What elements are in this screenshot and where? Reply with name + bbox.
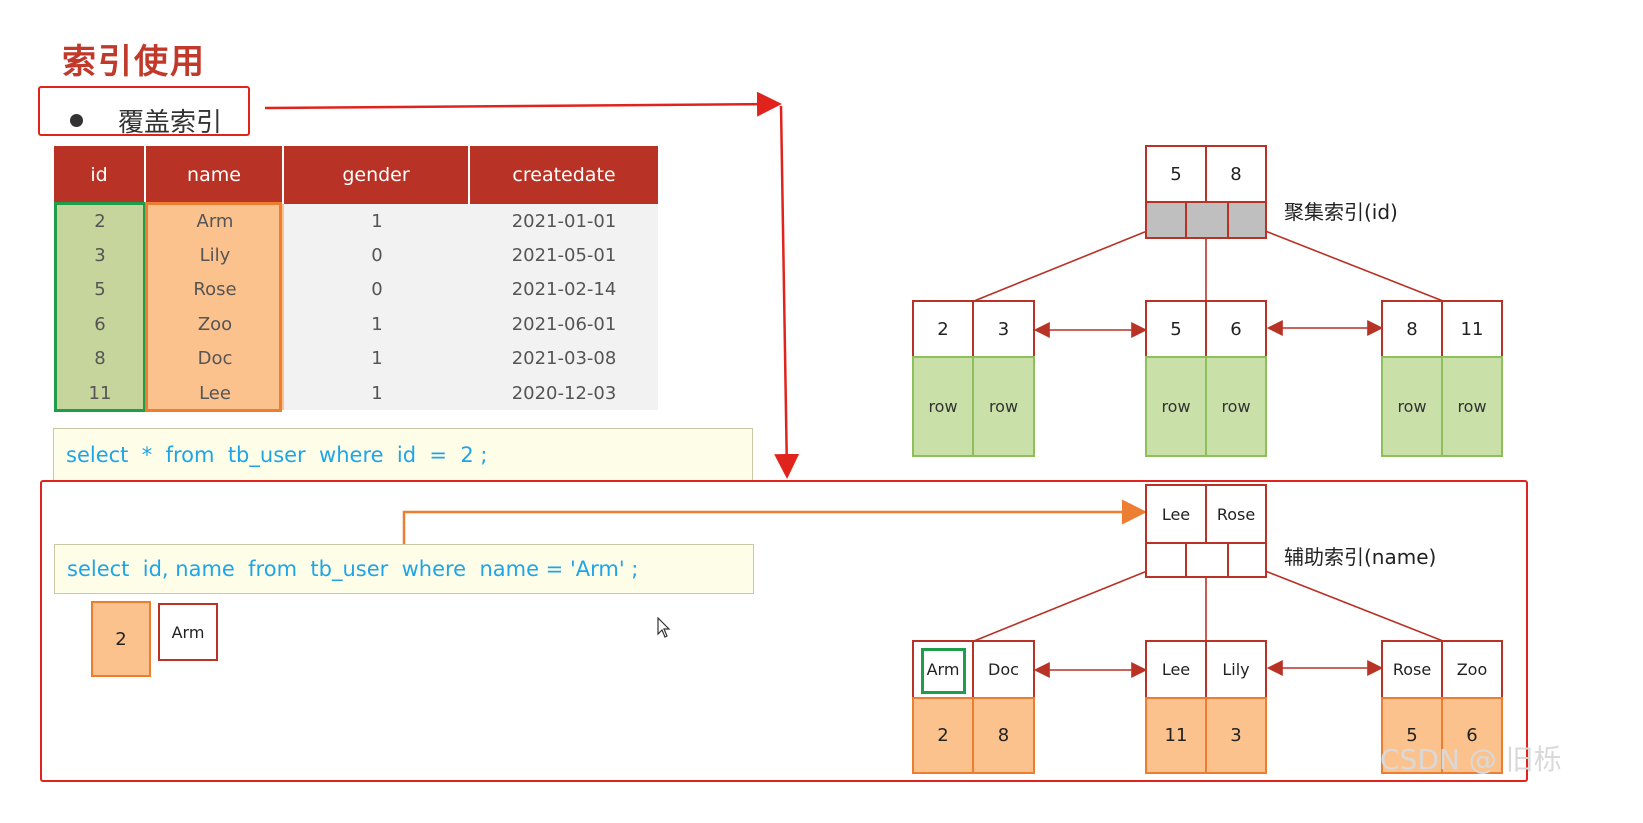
secondary-leaf-key: Doc: [972, 640, 1035, 699]
secondary-leaf-id: 11: [1145, 697, 1207, 774]
clustered-root-pointer: [1227, 201, 1267, 239]
secondary-leaf-id: 2: [912, 697, 974, 774]
cell-id: 5: [54, 272, 146, 308]
result-id-cell: 2: [91, 601, 151, 677]
table-row: 8 Doc 1 2021-03-08: [54, 341, 658, 376]
covering-index-highlight-box: [40, 480, 1528, 782]
clustered-leaf-row: row: [1145, 356, 1207, 457]
cell-createdate: 2021-03-08: [470, 341, 658, 376]
table-row: 3 Lily 0 2021-05-01: [54, 238, 658, 273]
header-id: id: [54, 146, 146, 204]
user-table: id name gender createdate 2 Arm 1 2021-0…: [54, 146, 658, 411]
result-name-cell: Arm: [158, 603, 218, 661]
clustered-index-label: 聚集索引(id): [1284, 200, 1398, 224]
clustered-leaf-key: 5: [1145, 300, 1207, 358]
header-gender: gender: [284, 146, 470, 204]
clustered-leaf-row: row: [1381, 356, 1443, 457]
secondary-root-pointer: [1227, 542, 1267, 578]
cell-gender: 1: [284, 204, 470, 239]
bullet-highlight-box: 覆盖索引: [38, 86, 250, 138]
secondary-leaf-id: 8: [972, 697, 1035, 774]
name-column-highlight: [145, 202, 282, 412]
header-name: name: [146, 146, 284, 204]
cell-name: Lily: [146, 238, 284, 273]
clustered-root-pointer: [1185, 201, 1229, 239]
cell-gender: 1: [284, 375, 470, 411]
clustered-leaf-row: row: [972, 356, 1035, 457]
page-title: 索引使用: [62, 42, 206, 82]
secondary-root-key: Rose: [1205, 484, 1267, 544]
cell-id: 8: [54, 341, 146, 376]
secondary-leaf-id: 6: [1441, 697, 1503, 774]
clustered-leaf-row: row: [912, 356, 974, 457]
clustered-leaf-key: 6: [1205, 300, 1267, 358]
cell-createdate: 2021-05-01: [470, 238, 658, 273]
clustered-root-pointer: [1145, 201, 1187, 239]
bullet-covering-index: 覆盖索引: [118, 108, 223, 138]
id-column-highlight: [54, 202, 146, 412]
cell-gender: 0: [284, 238, 470, 273]
red-arrow-down: [774, 105, 800, 479]
clustered-root-key: 5: [1145, 145, 1207, 203]
bullet-dot-icon: [70, 114, 83, 127]
table-row: 6 Zoo 1 2021-06-01: [54, 307, 658, 342]
clustered-leaf-key: 2: [912, 300, 974, 358]
cell-name: Lee: [146, 375, 284, 411]
cell-name: Arm: [146, 204, 284, 239]
clustered-root-key: 8: [1205, 145, 1267, 203]
secondary-leaf-id: 5: [1381, 697, 1443, 774]
secondary-root-key: Lee: [1145, 484, 1207, 544]
cell-id: 11: [54, 375, 146, 411]
clustered-leaf-row: row: [1441, 356, 1503, 457]
cell-name: Zoo: [146, 307, 284, 342]
sql-query-by-name: select id, name from tb_user where name …: [54, 544, 754, 594]
cell-gender: 1: [284, 341, 470, 376]
cell-name: Doc: [146, 341, 284, 376]
clustered-leaf-key: 11: [1441, 300, 1503, 358]
secondary-root-pointer: [1145, 542, 1187, 578]
cell-id: 3: [54, 238, 146, 273]
arm-key-highlight: [921, 648, 966, 694]
cell-createdate: 2021-01-01: [470, 204, 658, 239]
clustered-leaf-key: 8: [1381, 300, 1443, 358]
cell-gender: 1: [284, 307, 470, 342]
secondary-leaf-key: Zoo: [1441, 640, 1503, 699]
clustered-leaf-key: 3: [972, 300, 1035, 358]
secondary-leaf-key: Rose: [1381, 640, 1443, 699]
cell-id: 6: [54, 307, 146, 342]
mouse-cursor-icon: [657, 617, 671, 638]
table-row: 11 Lee 1 2020-12-03: [54, 375, 658, 411]
orange-arrow: [402, 499, 1147, 544]
cell-createdate: 2021-02-14: [470, 272, 658, 308]
table-row: 5 Rose 0 2021-02-14: [54, 272, 658, 308]
secondary-leaf-key: Lee: [1145, 640, 1207, 699]
secondary-leaf-key: Lily: [1205, 640, 1267, 699]
sql-query-by-id: select * from tb_user where id = 2 ;: [53, 428, 753, 480]
watermark: CSDN @ 旧栎: [1380, 743, 1562, 776]
cell-createdate: 2020-12-03: [470, 375, 658, 411]
red-arrow-right: [264, 91, 782, 117]
secondary-leaf-id: 3: [1205, 697, 1267, 774]
secondary-root-pointer: [1185, 542, 1229, 578]
clustered-leaf-row: row: [1205, 356, 1267, 457]
header-createdate: createdate: [470, 146, 658, 204]
table-row: 2 Arm 1 2021-01-01: [54, 204, 658, 239]
cell-createdate: 2021-06-01: [470, 307, 658, 342]
cell-id: 2: [54, 204, 146, 239]
secondary-index-label: 辅助索引(name): [1284, 545, 1437, 569]
cell-name: Rose: [146, 272, 284, 308]
cell-gender: 0: [284, 272, 470, 308]
